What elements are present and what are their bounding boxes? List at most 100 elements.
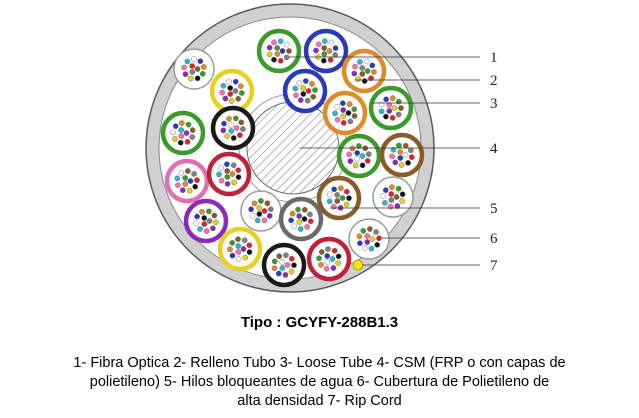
callout-lines	[289, 56, 480, 266]
optical-fiber	[201, 221, 208, 227]
optical-fiber	[187, 178, 194, 184]
optical-fiber	[286, 48, 292, 54]
optical-fiber	[335, 253, 342, 260]
optical-fiber	[182, 71, 189, 77]
loose-tube	[368, 85, 414, 131]
optical-fiber	[318, 249, 325, 255]
optical-fiber	[284, 262, 291, 268]
optical-fiber	[347, 158, 354, 164]
callout-number-2: 2	[490, 73, 498, 89]
optical-fiber	[227, 91, 234, 97]
optical-fiber	[194, 177, 200, 183]
loose-tube	[173, 48, 215, 90]
loose-tube	[206, 151, 252, 197]
optical-fiber	[185, 121, 192, 128]
optical-fiber	[351, 113, 358, 119]
optical-fiber	[228, 128, 235, 134]
optical-fiber	[395, 98, 402, 105]
optical-fiber	[283, 41, 290, 48]
optical-fiber	[359, 153, 366, 159]
optical-fiber	[329, 256, 336, 262]
optical-fiber	[321, 38, 328, 44]
optical-fiber	[369, 236, 376, 242]
optical-fiber	[388, 197, 395, 203]
optical-fiber	[359, 65, 366, 71]
optical-fiber	[264, 200, 271, 207]
optical-fiber	[206, 218, 213, 224]
optical-fiber	[261, 217, 268, 224]
optical-fiber	[389, 153, 395, 160]
optical-fiber	[271, 56, 277, 63]
optical-fiber	[254, 217, 261, 224]
optical-fiber	[378, 108, 385, 115]
optical-fiber	[279, 259, 286, 265]
optical-fiber	[364, 233, 371, 239]
loose-tube	[379, 132, 425, 178]
loose-tube	[209, 68, 255, 114]
optical-fiber	[289, 210, 296, 217]
optical-fiber	[397, 149, 404, 155]
optical-fiber	[334, 192, 341, 198]
optical-fiber	[395, 185, 402, 192]
optical-fiber	[332, 45, 339, 51]
optical-fiber	[193, 220, 200, 227]
loose-tube	[316, 175, 362, 221]
optical-fiber	[229, 252, 236, 259]
optical-fiber	[361, 245, 368, 251]
optical-fiber	[309, 81, 315, 87]
optical-fiber	[310, 93, 317, 100]
legend: 1- Fibra Optica 2- Relleno Tubo 3- Loose…	[4, 354, 635, 411]
optical-fiber	[276, 253, 283, 260]
optical-fiber	[235, 249, 242, 255]
optical-fiber	[218, 165, 224, 171]
optical-fiber	[266, 44, 273, 51]
legend-line-1: 1- Fibra Optica 2- Relleno Tubo 3- Loose…	[73, 355, 566, 371]
loose-tube-ring	[306, 236, 352, 282]
optical-fiber	[224, 181, 231, 187]
optical-fiber	[312, 87, 318, 93]
optical-fiber	[316, 255, 322, 262]
loose-tube-ring	[261, 242, 307, 288]
optical-fiber	[274, 45, 281, 51]
optical-fiber	[222, 95, 229, 102]
loose-tube-ring	[303, 28, 349, 74]
optical-fiber	[394, 203, 401, 209]
loose-tube	[256, 28, 302, 74]
optical-fiber	[271, 265, 278, 272]
optical-fiber	[197, 226, 203, 232]
optical-fiber	[332, 52, 339, 58]
optical-fiber	[232, 88, 239, 94]
optical-fiber	[331, 247, 338, 254]
optical-fiber	[365, 151, 372, 157]
optical-fiber	[230, 162, 237, 168]
loose-tube	[240, 190, 282, 232]
optical-fiber	[235, 243, 241, 249]
optical-fiber	[194, 66, 201, 72]
loose-tube-ring	[322, 90, 368, 136]
optical-fiber	[368, 245, 375, 252]
optical-fiber	[219, 89, 225, 96]
optical-fiber	[189, 69, 196, 75]
optical-fiber	[295, 206, 301, 213]
optical-fiber	[304, 224, 310, 230]
optical-fiber	[237, 83, 244, 89]
loose-tube-ring	[240, 190, 282, 232]
optical-fiber	[351, 106, 358, 112]
optical-fiber	[352, 63, 358, 70]
optical-fiber	[184, 58, 191, 65]
loose-tube	[282, 68, 328, 114]
optical-fiber	[190, 56, 197, 62]
optical-fiber	[246, 249, 253, 255]
loose-tube	[303, 28, 349, 74]
loose-tube	[160, 110, 206, 156]
optical-fiber	[386, 108, 393, 114]
optical-fiber	[305, 88, 312, 94]
optical-fiber	[324, 253, 331, 259]
optical-fiber	[256, 211, 263, 217]
optical-fiber	[325, 246, 331, 252]
optical-fiber	[178, 133, 185, 139]
optical-fiber	[220, 127, 227, 134]
loose-tube-ring	[164, 158, 210, 204]
optical-fiber	[213, 219, 219, 225]
